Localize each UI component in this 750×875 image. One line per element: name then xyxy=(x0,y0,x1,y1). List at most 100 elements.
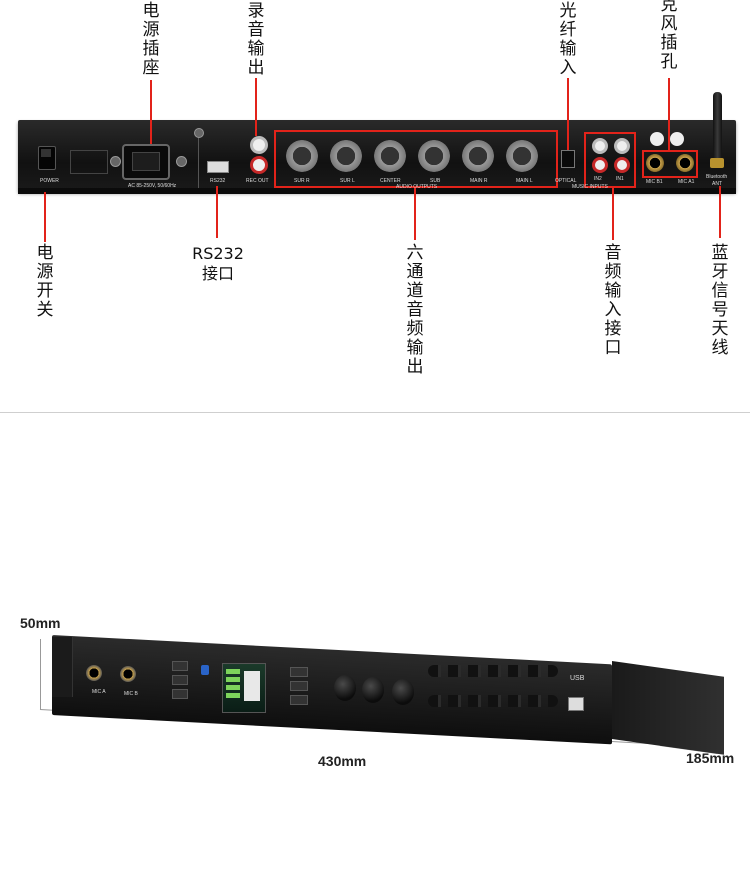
silk-xlr-1: SUR L xyxy=(340,178,355,184)
screw-1 xyxy=(110,156,121,167)
silk-bluetooth: Bluetooth xyxy=(706,174,728,180)
iec-socket-inner xyxy=(132,152,160,171)
xlr-main-r xyxy=(462,140,494,172)
front-chassis xyxy=(52,635,612,745)
xlr-sur-r xyxy=(286,140,318,172)
rear-chassis-bottom-edge xyxy=(18,188,736,194)
front-button-6 xyxy=(290,695,308,705)
rca-rec-white xyxy=(250,136,268,154)
front-button-2 xyxy=(172,675,188,685)
dim-height: 50mm xyxy=(20,615,61,631)
label-rec-output: 录音输出 xyxy=(247,1,265,78)
silk-in2: IN2 xyxy=(594,176,602,182)
silk-mic-b1: MIC B1 xyxy=(646,179,663,185)
dim-width: 430mm xyxy=(318,753,367,769)
bluetooth-antenna xyxy=(713,92,722,162)
xlr-sub xyxy=(418,140,450,172)
silk-xlr-5: MAIN L xyxy=(516,178,533,184)
label-bluetooth-antenna: 蓝牙信号天线 xyxy=(711,243,729,358)
screw-2 xyxy=(176,156,187,167)
display-bar-1 xyxy=(226,669,240,674)
usb-port xyxy=(568,697,584,711)
front-mic-a-jack xyxy=(86,665,102,681)
dim-height-line xyxy=(40,639,41,709)
knob-large-1 xyxy=(334,675,356,701)
silk-front-mic-a: MIC A xyxy=(92,689,106,695)
silk-ac: AC 85-250V, 50/60Hz xyxy=(128,183,177,189)
label-rs232: RS232接口 xyxy=(192,244,244,283)
iec-power-socket xyxy=(122,144,170,180)
silk-optical: OPTICAL xyxy=(555,178,577,184)
silk-front-mic-b: MIC B xyxy=(124,691,138,697)
display-bar-4 xyxy=(226,693,240,698)
silk-audio-outputs: AUDIO OUTPUTS xyxy=(396,184,438,190)
leader-music-input xyxy=(612,188,614,240)
front-panel-section: 50mm 430mm 185mm MIC A MIC B USB xyxy=(0,413,750,875)
leader-bluetooth xyxy=(719,186,721,238)
silk-xlr-0: SUR R xyxy=(294,178,310,184)
rca-rec-red xyxy=(250,156,268,174)
cert-logo-2 xyxy=(670,132,684,146)
rca-in2-red xyxy=(592,157,608,173)
silk-in1: IN1 xyxy=(616,176,624,182)
front-button-3 xyxy=(172,689,188,699)
mic-b1-jack xyxy=(646,154,664,172)
section-divider xyxy=(0,412,750,413)
rs232-port xyxy=(207,161,229,173)
display-bar-2 xyxy=(226,677,240,682)
rca-in1-white xyxy=(614,138,630,154)
front-button-5 xyxy=(290,681,308,691)
display-bar-3 xyxy=(226,685,240,690)
silk-xlr-2: CENTER xyxy=(380,178,401,184)
xlr-center xyxy=(374,140,406,172)
front-chassis-side xyxy=(612,661,724,755)
mic-a1-jack xyxy=(676,154,694,172)
rs232-panel xyxy=(198,138,237,188)
rear-panel-section: POWER AC 85-250V, 50/60Hz RS232 REC OUT … xyxy=(0,0,750,412)
silk-music-inputs: MUSIC INPUTS xyxy=(572,184,608,190)
silk-xlr-4: MAIN R xyxy=(470,178,488,184)
optical-port xyxy=(561,150,575,168)
silk-mic-a1: MIC A1 xyxy=(678,179,695,185)
knob-large-3 xyxy=(392,679,414,705)
xlr-main-l xyxy=(506,140,538,172)
knob-large-2 xyxy=(362,677,384,703)
label-six-channel-output: 六通道音频输出 xyxy=(406,243,424,377)
cert-logo-1 xyxy=(650,132,664,146)
knob-small-row-1 xyxy=(428,665,558,677)
label-power-socket: 电源插座 xyxy=(142,1,160,78)
rack-ear-left xyxy=(52,637,73,697)
silk-rs232: RS232 xyxy=(210,178,226,184)
knob-small-row-2 xyxy=(428,695,558,707)
screw-3 xyxy=(194,128,204,138)
front-mic-b-jack xyxy=(120,666,136,682)
leader-power-switch xyxy=(44,192,46,242)
leader-rec-output xyxy=(255,78,257,136)
silk-ant: ANT xyxy=(712,181,722,187)
xlr-sur-l xyxy=(330,140,362,172)
front-button-4 xyxy=(290,667,308,677)
leader-power-socket xyxy=(150,80,152,144)
silk-power: POWER xyxy=(40,178,59,184)
display-screen xyxy=(244,671,260,701)
rca-in2-white xyxy=(592,138,608,154)
callout-box-music-inputs xyxy=(584,132,636,188)
leader-rs232 xyxy=(216,186,218,238)
label-music-input: 音频输入接口 xyxy=(604,243,622,358)
label-mic-jack: 克风插孔 xyxy=(660,0,678,72)
front-button-1 xyxy=(172,661,188,671)
silk-xlr-3: SUB xyxy=(430,178,441,184)
callout-box-mic xyxy=(642,150,698,178)
leader-optical xyxy=(567,78,569,150)
leader-mic xyxy=(668,78,670,150)
bluetooth-indicator-icon xyxy=(201,665,209,675)
rca-in1-red xyxy=(614,157,630,173)
rating-label xyxy=(70,150,108,174)
callout-box-xlr xyxy=(274,130,558,188)
leader-six-channel xyxy=(414,188,416,240)
label-optical-input: 光纤输入 xyxy=(559,1,577,78)
antenna-base xyxy=(710,158,724,168)
silk-rec-out: REC OUT xyxy=(246,178,269,184)
label-power-switch: 电源开关 xyxy=(36,243,54,320)
silk-usb: USB xyxy=(570,675,585,682)
